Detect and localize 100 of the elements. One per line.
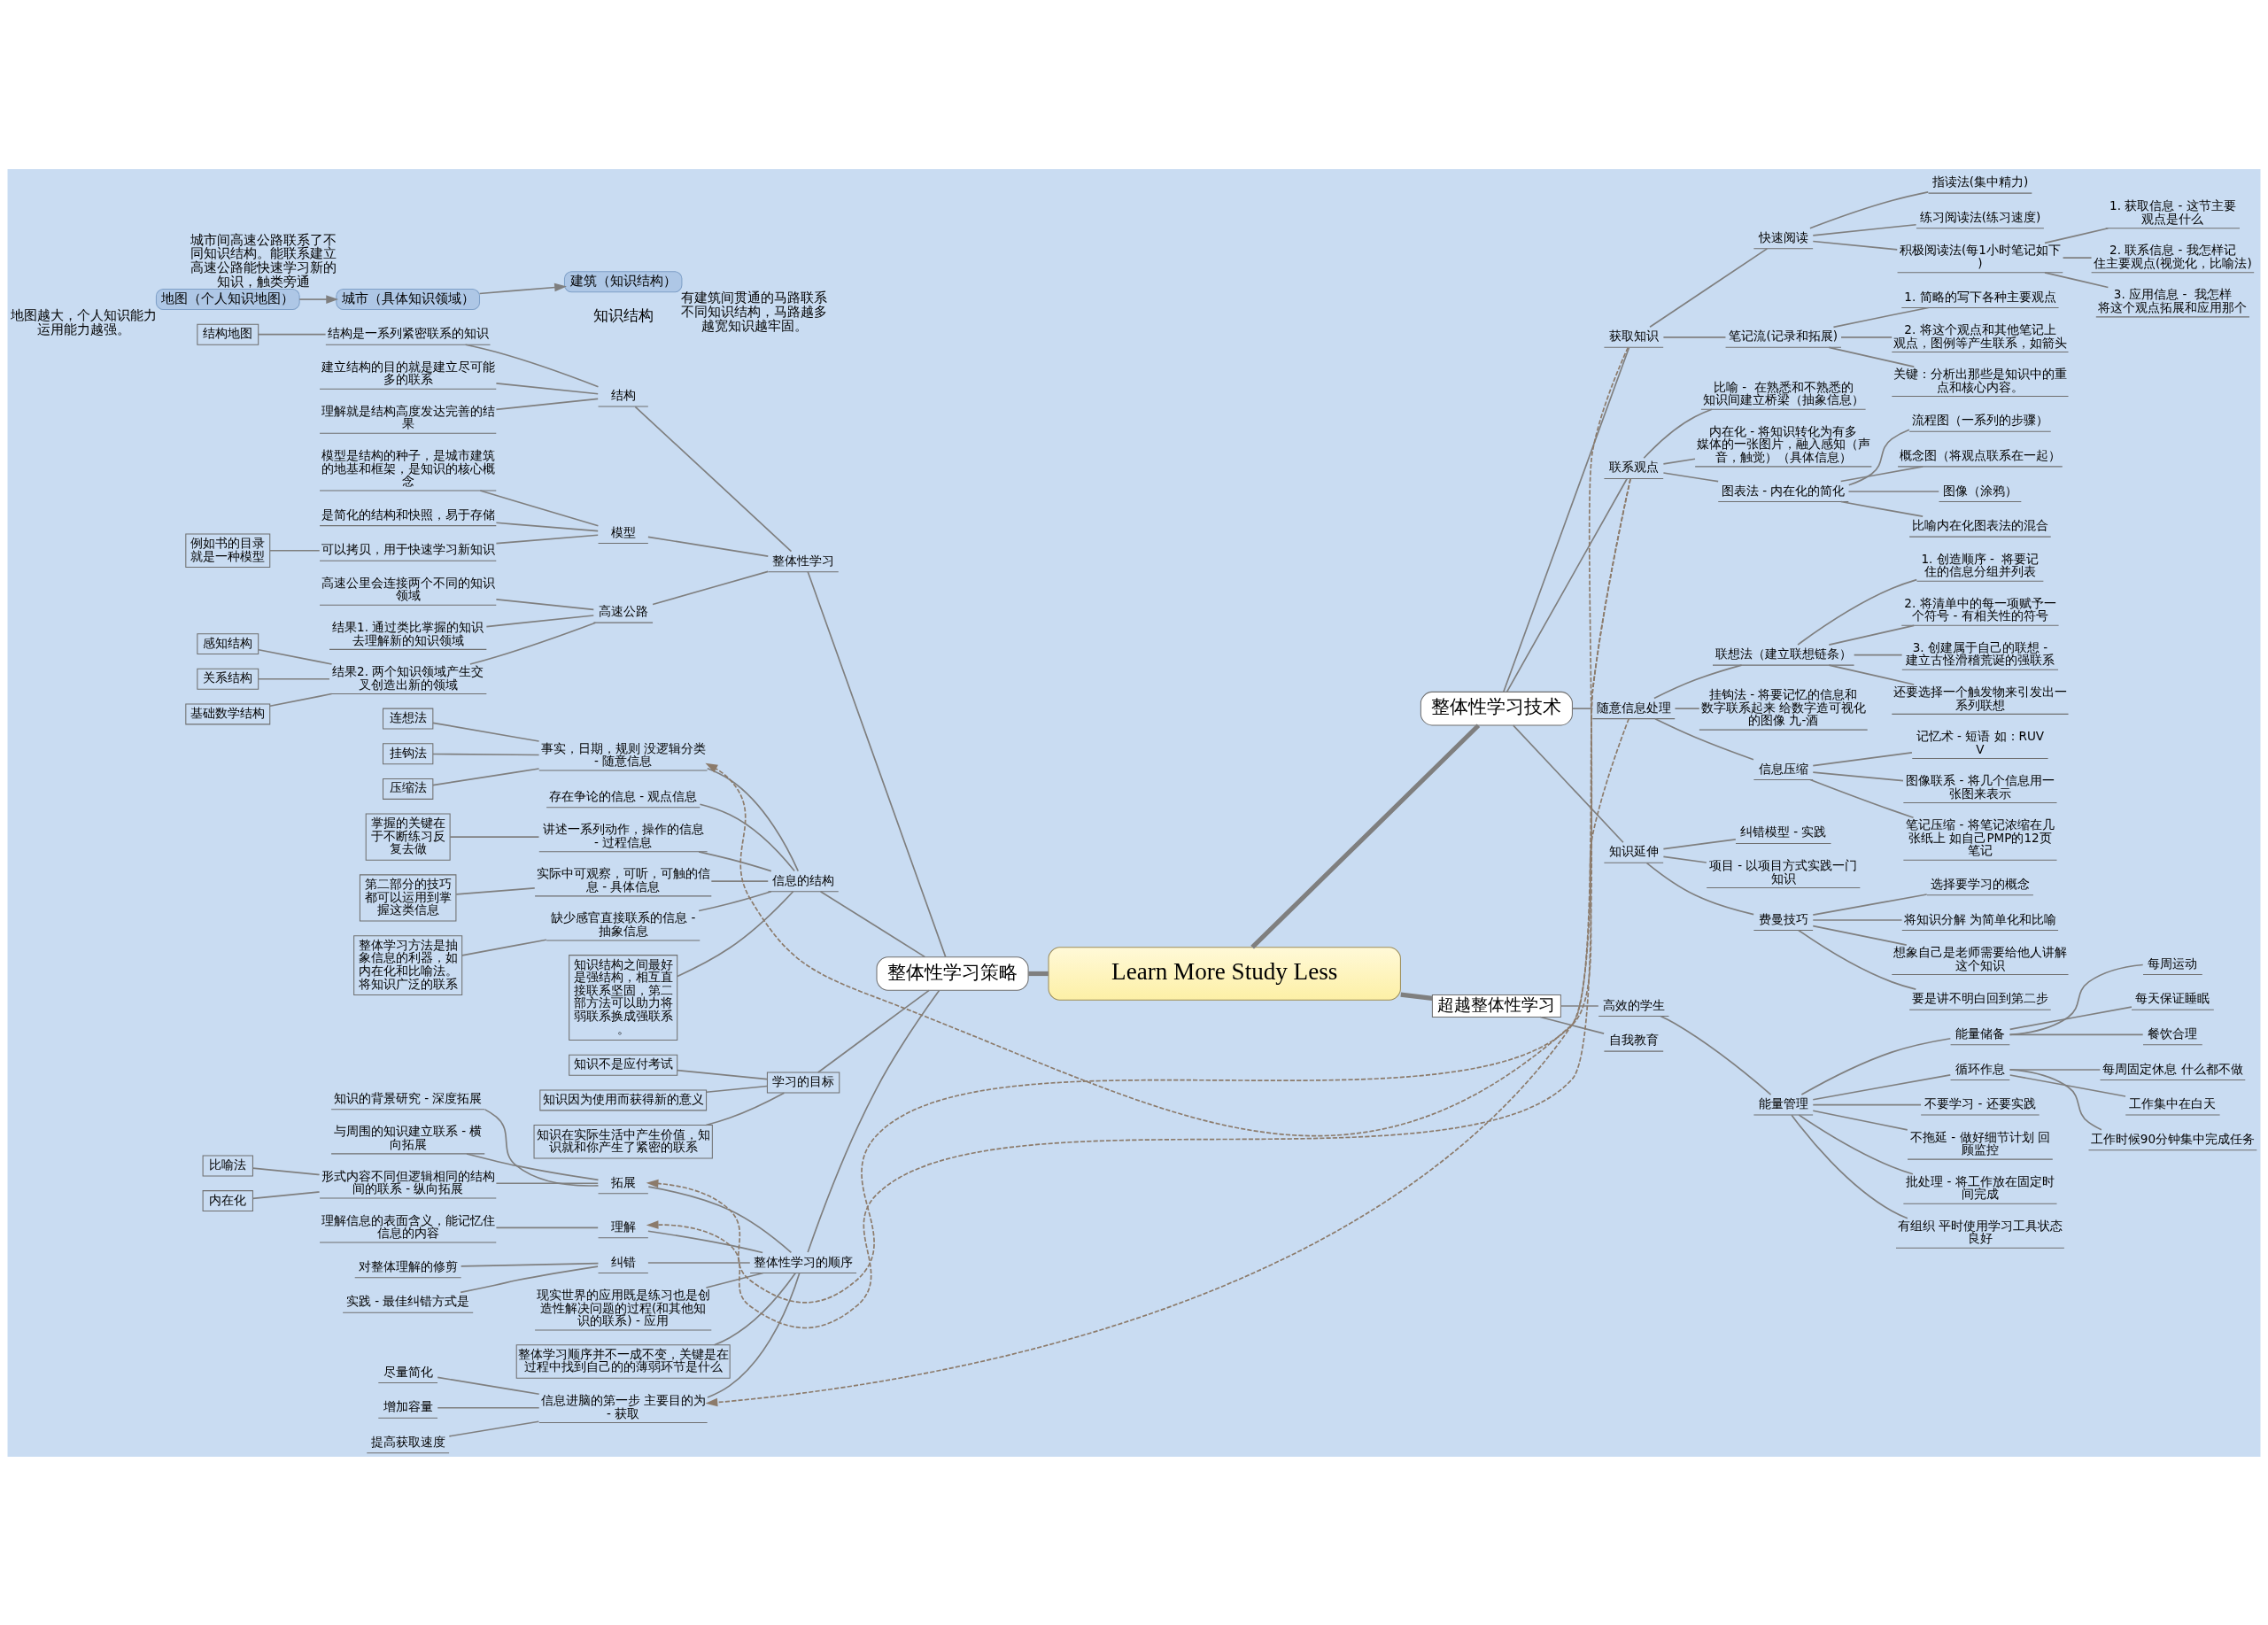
node-box: 整体性学习技术	[1420, 691, 1573, 725]
connector	[1840, 336, 1893, 338]
connector	[1643, 408, 1713, 459]
node-text: 高速公路	[598, 603, 648, 618]
node-box: 感知结构	[197, 632, 259, 654]
connector	[1812, 918, 1903, 921]
connector	[455, 886, 536, 895]
node-box: 城市（具体知识领域）	[336, 288, 481, 310]
node-text: 拓展	[610, 1174, 636, 1189]
node-text: 整体性学习的顺序	[754, 1254, 854, 1269]
connector	[448, 1420, 540, 1437]
node-label: 城市间高速公路联系了不同知识结构。能联系建立高速公路能快速学习新的知识，触类旁通	[190, 231, 337, 289]
node-text: 2. 将这个观点和其他笔记上观点，图例等产生联系，如箭头	[1893, 321, 2067, 350]
node-box: 建筑（知识结构）	[563, 270, 683, 292]
node-label: 有建筑间贯通的马路联系不同知识结构，马路越多越宽知识越牢固。	[681, 289, 828, 333]
node-text: 结果1. 通过类比掌握的知识去理解新的知识领域	[332, 619, 484, 647]
connector	[698, 850, 772, 871]
node-text: 结果2. 两个知识领域产生交叉创造出新的领域	[332, 663, 484, 692]
connector	[1502, 346, 1630, 693]
node-text: 能量储备	[1955, 1025, 2005, 1041]
connector	[807, 570, 947, 957]
node-box: 第二部分的技巧都可以运用到掌握这类信息	[359, 873, 457, 922]
connector	[2009, 963, 2144, 1035]
node-text: 是简化的结构和快照，易于存储	[321, 507, 495, 522]
connector	[2009, 1033, 2144, 1035]
connector	[2009, 1005, 2133, 1030]
node-text: 不拖延 - 做好细节计划 回顾监控	[1910, 1129, 2050, 1157]
node-text: 结构	[610, 387, 636, 402]
connector	[1828, 663, 1916, 685]
node-box: 关系结构	[197, 668, 259, 690]
node-text: 1. 简略的写下各种主要观点	[1904, 289, 2056, 304]
node-box: 结构地图	[197, 323, 259, 345]
node-text: 缺少感官直接联系的信息 - 抽象信息	[551, 910, 696, 938]
connector	[1847, 490, 1940, 492]
node-text: 实际中可观察，可听，可触的信息 - 具体信息	[536, 865, 710, 894]
node-text: 费曼技巧	[1758, 911, 1808, 926]
connector	[1847, 428, 1910, 486]
connector	[1662, 457, 1696, 465]
connector	[1791, 1113, 1908, 1219]
connector	[1832, 306, 1930, 328]
node-text: 理解就是结构高度发达完善的结果	[321, 403, 495, 430]
connector	[1839, 465, 1924, 482]
node-text: 批处理 - 将工作放在固定时间完成	[1906, 1173, 2055, 1201]
node-text: 快速阅读	[1758, 229, 1808, 244]
node-text: 实践 - 最佳纠错方式是	[345, 1293, 470, 1308]
connector	[252, 1166, 321, 1175]
connector	[258, 677, 330, 680]
node-box: 学习的目标	[766, 1072, 840, 1094]
connector	[1853, 654, 1903, 655]
connector	[258, 648, 333, 665]
node-text: 高速公里会连接两个不同的知识领域	[321, 575, 495, 602]
connector	[495, 1181, 600, 1184]
arrow	[298, 294, 339, 304]
node-text: 结构是一系列紧密联系的知识	[327, 325, 489, 340]
node-box: 比喻法	[202, 1154, 253, 1176]
node-text: 可以拷贝，用于快速学习新知识	[321, 541, 495, 556]
connector	[495, 598, 595, 610]
connector	[1809, 190, 1930, 229]
node-text: 图表法 - 内在化的简化	[1722, 483, 1846, 498]
node-text: 比喻 - 在熟悉和不熟悉的知识间建立桥梁（抽象信息）	[1702, 379, 1864, 406]
connector	[1653, 663, 1743, 699]
node-text: 理解信息的表面含义，能记忆住信息的内容	[321, 1212, 495, 1240]
node-text: 现实世界的应用既是练习也是创造性解决问题的过程(和其他知识的联系) - 应用	[536, 1287, 710, 1327]
node-text: 概念图（将观点联系在一起）	[1899, 447, 2061, 462]
connector	[495, 1226, 600, 1228]
node-text: 将知识分解 为简单化和比喻	[1903, 911, 2057, 926]
connector	[705, 1272, 764, 1288]
connector	[495, 521, 600, 532]
node-text: 获取知识	[1608, 328, 1659, 343]
node-box: 内在化	[202, 1189, 253, 1211]
node-text: 笔记流(记录和拓展)	[1729, 328, 1838, 343]
node-text: 餐饮合理	[2148, 1025, 2198, 1041]
node-text: 3. 创建属于自己的联想 - 建立古怪滑稽荒诞的强联系	[1905, 639, 2055, 667]
node-text: 模型是结构的种子，是城市建筑的地基和框架，是知识的核心概念	[321, 447, 495, 488]
node-box: 连想法	[383, 708, 434, 730]
node-text: 知识的背景研究 - 深度拓展	[333, 1090, 483, 1105]
connector	[677, 890, 794, 977]
node-text: 提高获取速度	[370, 1434, 445, 1449]
connector	[710, 879, 770, 882]
node-text: 积极阅读法(每1小时笔记如下)	[1899, 242, 2061, 270]
connector	[2062, 256, 2093, 259]
connector	[1812, 223, 1917, 236]
node-text: 模型	[610, 524, 636, 538]
node-text: 能量管理	[1758, 1095, 1808, 1110]
connector	[449, 835, 540, 838]
node-text: 讲述一系列动作，操作的信息 - 过程信息	[542, 821, 704, 849]
connector	[677, 1069, 769, 1079]
node-text: 流程图（一系列的步骤）	[1911, 412, 2048, 427]
connector	[1250, 723, 1481, 949]
connector	[1812, 925, 1908, 946]
node-text: 高效的学生	[1602, 997, 1665, 1012]
connector	[713, 1272, 797, 1346]
node-text: 指读法(集中精力)	[1931, 174, 2029, 189]
node-label: 地图越大，个人知识能力运用能力越强。	[11, 306, 158, 337]
connector	[1828, 346, 1916, 368]
node-text: 增加容量	[383, 1398, 433, 1413]
connector	[432, 753, 540, 755]
connector	[634, 405, 793, 552]
node-text: 形式内容不同但逻辑相同的结构间的联系 - 纵向拓展	[321, 1168, 495, 1196]
connector	[1662, 838, 1737, 849]
